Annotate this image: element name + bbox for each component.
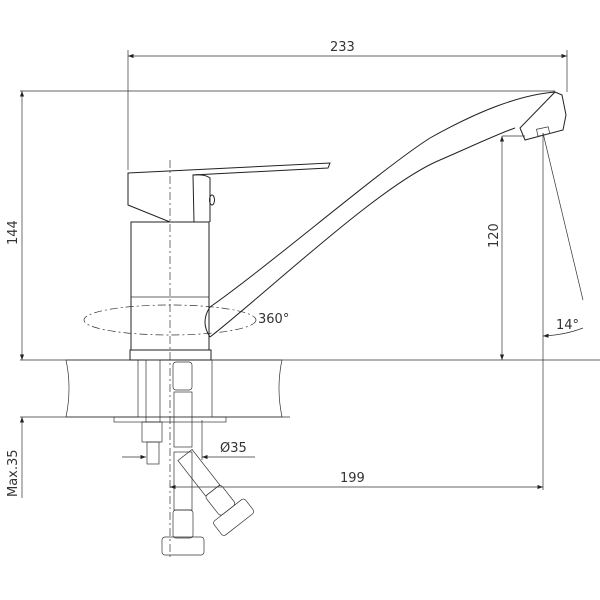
lever-handle — [127, 162, 331, 223]
countertop — [20, 359, 600, 423]
mounting-bolt — [141, 359, 163, 465]
dim-label-diameter: Ø35 — [220, 441, 247, 456]
dimension-144: 144 — [6, 90, 555, 360]
dimension-angle-14: 14° — [542, 132, 584, 490]
dimension-diameter-35: Ø35 — [122, 420, 255, 460]
dimension-120: 120 — [487, 135, 525, 360]
dimension-max35: Max.35 — [6, 417, 25, 498]
supply-hose-straight — [161, 361, 205, 556]
dim-label-14deg: 14° — [556, 318, 579, 333]
dimension-199: 199 — [170, 471, 543, 490]
dimension-233: 233 — [127, 40, 568, 170]
rotation-ellipse — [83, 304, 257, 336]
dim-label-144: 144 — [6, 220, 21, 245]
rotation-label: 360° — [258, 312, 289, 327]
dim-label-120: 120 — [487, 223, 502, 248]
dim-label-199: 199 — [340, 471, 365, 486]
spout — [204, 91, 567, 338]
dim-label-max35: Max.35 — [6, 449, 21, 497]
faucet-body — [129, 221, 212, 361]
dim-label-233: 233 — [330, 40, 355, 55]
supply-hose-angled — [177, 448, 255, 536]
